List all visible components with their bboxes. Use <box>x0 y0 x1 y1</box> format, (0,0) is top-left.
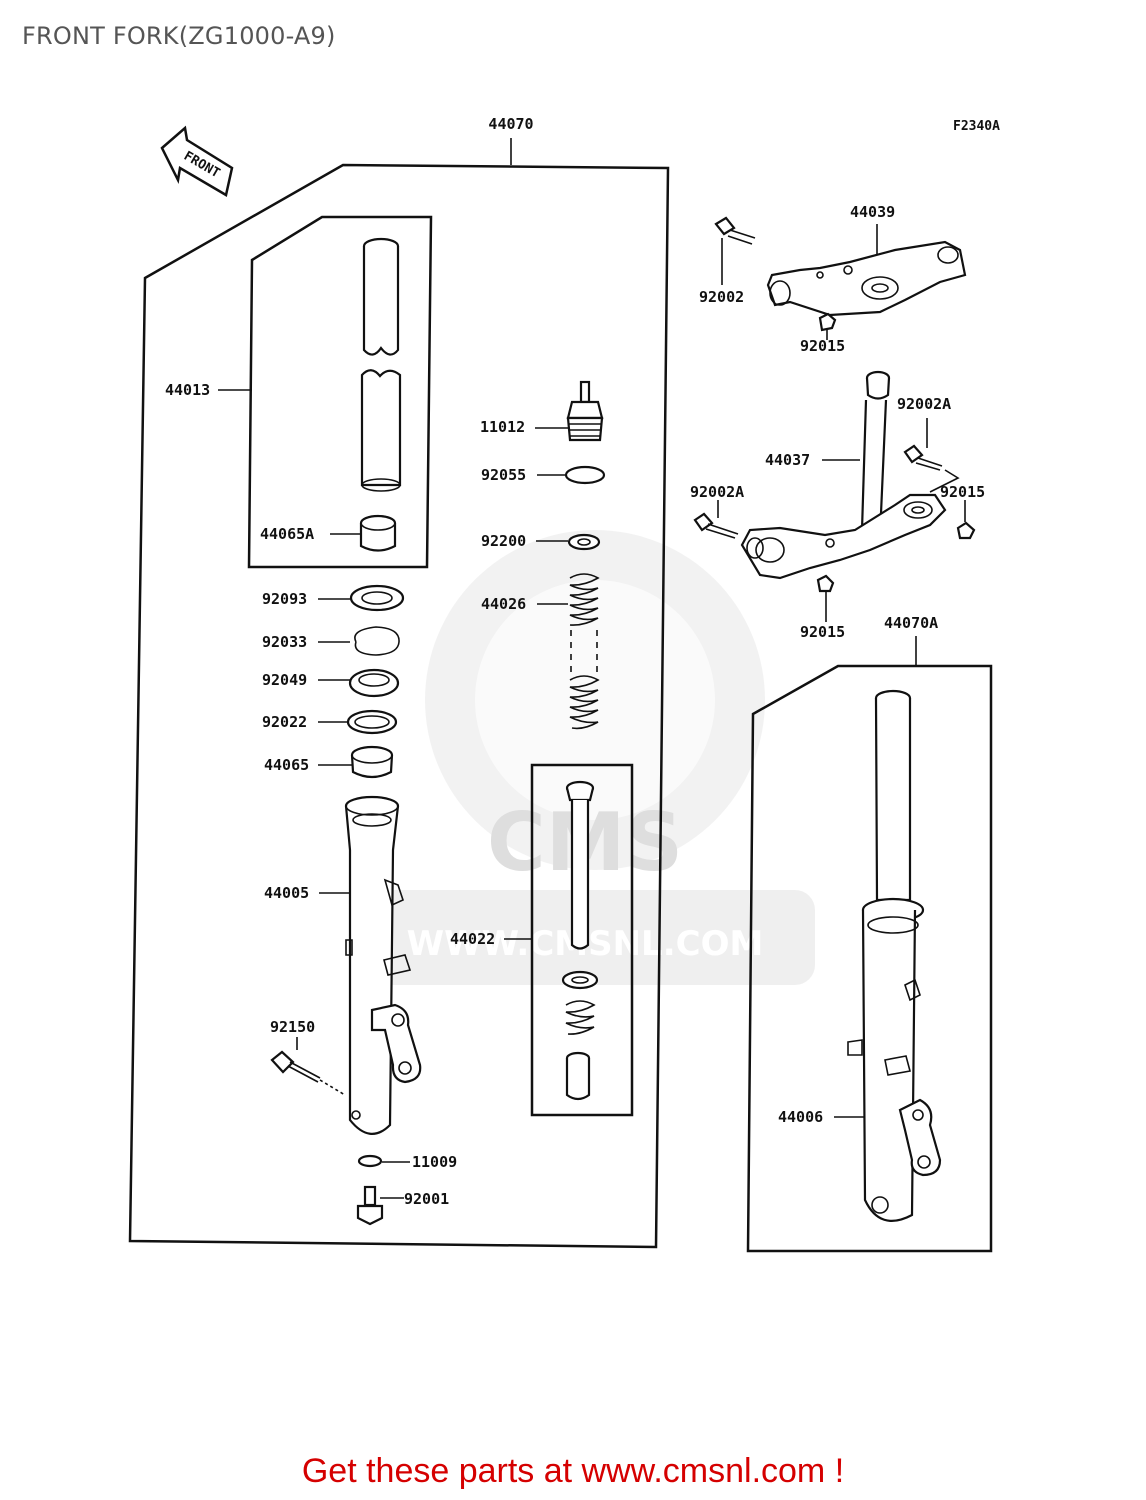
label-44005: 44005 <box>264 884 309 902</box>
bolt-92002A-right <box>903 444 943 471</box>
label-92015-top: 92015 <box>800 337 845 355</box>
front-arrow-icon: FRONT <box>160 125 234 197</box>
label-92022: 92022 <box>262 713 307 731</box>
front-fork-diagram: CMS WWW.CMSNL.COM FRONT F2340A 44070 440… <box>128 115 1000 1253</box>
label-44022: 44022 <box>450 930 495 948</box>
washer-92022 <box>346 709 398 735</box>
label-92055: 92055 <box>481 466 526 484</box>
spring-44026 <box>569 573 600 730</box>
label-44065: 44065 <box>264 756 309 774</box>
dust-seal-92093 <box>349 584 405 612</box>
circlip-92033 <box>354 626 400 656</box>
label-44070: 44070 <box>488 115 533 133</box>
frame-44070A <box>746 664 993 1253</box>
label-44026: 44026 <box>481 595 526 613</box>
cap-bolt-11012 <box>566 380 604 442</box>
label-44006: 44006 <box>778 1108 823 1126</box>
label-92002A-right: 92002A <box>897 395 951 413</box>
footer-cta-link[interactable]: Get these parts at www.cmsnl.com ! <box>301 1452 845 1490</box>
label-44039: 44039 <box>850 203 895 221</box>
bolt-92002A-left <box>693 512 739 539</box>
label-92200: 92200 <box>481 532 526 550</box>
label-11009: 11009 <box>412 1153 457 1171</box>
figure-code: F2340A <box>953 119 1000 134</box>
label-92015-bottom: 92015 <box>800 623 845 641</box>
frame-44070 <box>128 163 670 1249</box>
label-44070A: 44070A <box>884 614 938 632</box>
frame-44013 <box>247 215 433 569</box>
nut-92015-top <box>818 312 837 332</box>
label-92033: 92033 <box>262 633 307 651</box>
label-92002: 92002 <box>699 288 744 306</box>
upper-bracket-44039 <box>766 240 967 317</box>
label-92015-right: 92015 <box>940 483 985 501</box>
bolt-92001 <box>356 1185 384 1226</box>
label-44037: 44037 <box>765 451 810 469</box>
steering-stem-44037 <box>740 370 947 580</box>
bushing-44065A <box>359 514 397 552</box>
inner-tube <box>360 237 402 492</box>
gasket-11009 <box>357 1154 383 1168</box>
label-92093: 92093 <box>262 590 307 608</box>
label-92001: 92001 <box>404 1190 449 1208</box>
label-44013: 44013 <box>165 381 210 399</box>
oil-seal-92049 <box>348 668 400 698</box>
label-92049: 92049 <box>262 671 307 689</box>
nut-92015-right <box>956 521 976 540</box>
label-44065A: 44065A <box>260 525 314 543</box>
washer-92200 <box>567 533 601 551</box>
bolt-92150 <box>270 1050 346 1096</box>
damper-rod-44022 <box>561 780 599 1101</box>
label-92002A-left: 92002A <box>690 483 744 501</box>
o-ring-92055 <box>564 465 606 485</box>
label-92150: 92150 <box>270 1018 315 1036</box>
page-title: FRONT FORK(ZG1000-A9) <box>22 22 336 50</box>
nut-92015-bottom <box>816 574 835 593</box>
bolt-92002 <box>714 216 756 245</box>
outer-tube-44005 <box>344 795 422 1135</box>
label-11012: 11012 <box>480 418 525 436</box>
frame-44022 <box>530 763 634 1117</box>
bushing-44065 <box>350 745 394 779</box>
fork-assembly-44006 <box>847 689 942 1222</box>
